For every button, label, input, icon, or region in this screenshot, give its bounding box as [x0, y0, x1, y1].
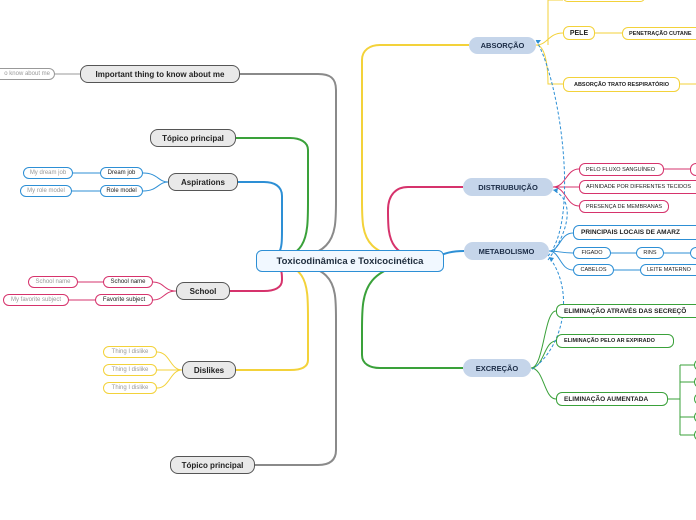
rins-label: RINS: [643, 250, 657, 256]
topico-principal-bottom[interactable]: Tópico principal: [170, 456, 255, 474]
dislike-item[interactable]: Thing I dislike: [103, 346, 157, 358]
principais-locais-node[interactable]: PRINCIPAIS LOCAIS DE AMARZ: [573, 225, 696, 240]
important-thing-label: Important thing to know about me: [95, 69, 225, 79]
dislike-item-label: Thing I dislike: [111, 367, 149, 373]
presenca-membranas-label: PRESENÇA DE MEMBRANAS: [586, 203, 663, 210]
school-label: School: [189, 286, 217, 296]
figado-node[interactable]: FIGADO: [573, 247, 611, 259]
favorite-subject-node[interactable]: Favorite subject: [95, 294, 153, 306]
rins-child-node[interactable]: [690, 247, 696, 259]
metabolismo-topic[interactable]: METABOLISMO: [464, 242, 549, 260]
topico-principal-top-label: Tópico principal: [162, 133, 224, 143]
important-thing-child-label: o know about me: [4, 71, 50, 77]
dream-job-label: Dream job: [107, 170, 136, 176]
pele-label: PELE: [569, 29, 589, 37]
fluxo-sanguineo-label: PELO FLUXO SANGUÍNEO: [586, 166, 656, 173]
central-topic[interactable]: Toxicodinâmica e Toxicocinética: [256, 250, 444, 272]
principais-locais-label: PRINCIPAIS LOCAIS DE AMARZ: [581, 229, 680, 236]
dislike-item[interactable]: Thing I dislike: [103, 364, 157, 376]
dislikes-label: Dislikes: [193, 365, 225, 375]
favorite-subject-label: Favorite subject: [102, 297, 146, 303]
role-model-label: Role model: [106, 188, 137, 194]
dream-job-value-label: My dream job: [29, 170, 67, 176]
fluxo-sanguineo-node[interactable]: PELO FLUXO SANGUÍNEO: [579, 163, 664, 176]
cabelos-node[interactable]: CABELOS: [573, 264, 614, 276]
favorite-subject-value-label: My favorite subject: [10, 297, 62, 303]
dislike-item-label: Thing I dislike: [111, 385, 149, 391]
school-name-value[interactable]: School name: [28, 276, 78, 288]
role-model-value[interactable]: My role model: [20, 185, 72, 197]
school-name-node[interactable]: School name: [103, 276, 153, 288]
school-topic[interactable]: School: [176, 282, 230, 300]
absorcao-topic[interactable]: ABSORÇÃO: [469, 37, 536, 54]
cabelos-label: CABELOS: [580, 267, 607, 273]
absorcao-trato-label: ABSORÇÃO TRATO RESPIRATÓRIO: [573, 81, 670, 88]
distribuicao-label: DISTRIUBUIÇÃO: [478, 182, 538, 192]
excrecao-topic[interactable]: EXCREÇÃO: [463, 359, 531, 377]
eliminacao-ar-label: ELIMINAÇÃO PELO AR EXPIRADO: [564, 338, 655, 344]
dream-job-value[interactable]: My dream job: [23, 167, 73, 179]
aspirations-label: Aspirations: [180, 177, 225, 187]
presenca-membranas-node[interactable]: PRESENÇA DE MEMBRANAS: [579, 200, 669, 213]
important-thing-topic[interactable]: Important thing to know about me: [80, 65, 240, 83]
pele-node[interactable]: PELE: [563, 26, 595, 40]
dream-job-node[interactable]: Dream job: [100, 167, 143, 179]
fluxo-sanguineo-child[interactable]: [690, 163, 696, 176]
dislike-item[interactable]: Thing I dislike: [103, 382, 157, 394]
eliminacao-aumentada-label: ELIMINAÇÃO AUMENTADA: [564, 395, 649, 403]
leite-materno-node[interactable]: LEITE MATERNO: [640, 264, 696, 276]
figado-label: FIGADO: [581, 250, 603, 256]
topico-principal-top[interactable]: Tópico principal: [150, 129, 236, 147]
eliminacao-aumentada-node[interactable]: ELIMINAÇÃO AUMENTADA: [556, 392, 668, 406]
topico-principal-bottom-label: Tópico principal: [181, 460, 244, 470]
eliminacao-secrecoes-node[interactable]: ELIMINAÇÃO ATRAVÉS DAS SECREÇÕ: [556, 304, 696, 318]
distribuicao-topic[interactable]: DISTRIUBUIÇÃO: [463, 178, 553, 196]
school-name-value-label: School name: [35, 279, 71, 285]
absorcao-top-partial-node[interactable]: [563, 0, 645, 2]
rins-node[interactable]: RINS: [636, 247, 664, 259]
dislike-item-label: Thing I dislike: [111, 349, 149, 355]
absorcao-trato-node[interactable]: ABSORÇÃO TRATO RESPIRATÓRIO: [563, 77, 680, 92]
role-model-value-label: My role model: [27, 188, 65, 194]
leite-materno-label: LEITE MATERNO: [647, 267, 691, 273]
afinidade-tecidos-node[interactable]: AFINIDADE POR DIFERENTES TECIDOS: [579, 180, 696, 194]
aspirations-topic[interactable]: Aspirations: [168, 173, 238, 191]
excrecao-label: EXCREÇÃO: [475, 363, 519, 373]
role-model-node[interactable]: Role model: [100, 185, 143, 197]
absorcao-label: ABSORÇÃO: [480, 41, 525, 50]
dislikes-topic[interactable]: Dislikes: [182, 361, 236, 379]
favorite-subject-value[interactable]: My favorite subject: [3, 294, 69, 306]
central-topic-label: Toxicodinâmica e Toxicocinética: [276, 255, 424, 267]
penetracao-cutanea-label: PENETRAÇÃO CUTANE: [629, 30, 692, 37]
metabolismo-label: METABOLISMO: [478, 246, 535, 256]
school-name-label: School name: [110, 279, 146, 285]
eliminacao-ar-node[interactable]: ELIMINAÇÃO PELO AR EXPIRADO: [556, 334, 674, 348]
afinidade-tecidos-label: AFINIDADE POR DIFERENTES TECIDOS: [586, 184, 692, 190]
penetracao-cutanea-node[interactable]: PENETRAÇÃO CUTANE: [622, 27, 696, 40]
important-thing-child[interactable]: o know about me: [0, 68, 55, 80]
eliminacao-secrecoes-label: ELIMINAÇÃO ATRAVÉS DAS SECREÇÕ: [564, 307, 687, 315]
